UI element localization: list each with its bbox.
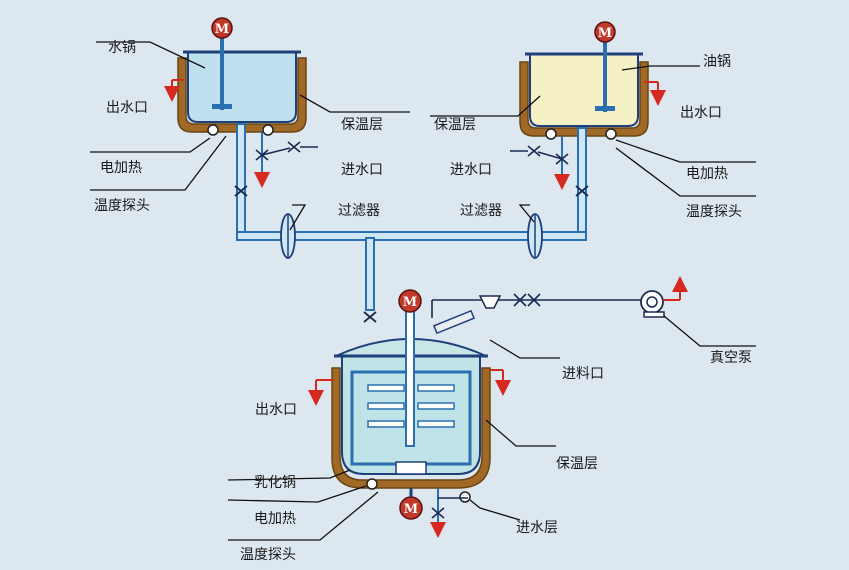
label-outlet-right: 出水口 (680, 105, 722, 121)
emulsify-pot-jacket (331, 367, 491, 489)
emulsify-pot: M M (308, 289, 644, 538)
label-feed-inlet: 进料口 (562, 366, 604, 382)
svg-text:M: M (215, 22, 229, 37)
label-insulation-left: 保温层 (341, 117, 383, 133)
label-outlet-left: 出水口 (106, 100, 148, 116)
label-heater-right: 电加热 (686, 166, 728, 182)
oil-pot-vessel (529, 53, 639, 127)
label-oil-pot: 油锅 (703, 54, 731, 70)
label-probe-right: 温度探头 (686, 204, 742, 220)
label-heater-bottom: 电加热 (254, 511, 296, 527)
svg-text:M: M (404, 502, 418, 517)
motor-icon (594, 21, 616, 43)
label-probe-left: 温度探头 (94, 198, 150, 214)
leader-lines (90, 41, 756, 541)
label-outlet-bottom: 出水口 (255, 402, 297, 418)
label-inlet-right: 进水口 (450, 162, 492, 178)
water-pot-vessel (187, 51, 297, 123)
vacuum-pump (640, 276, 688, 318)
oil-pot-jacket (519, 61, 649, 137)
label-probe-bottom: 温度探头 (240, 547, 296, 563)
label-filter-right: 过滤器 (460, 203, 502, 219)
label-heater-left: 电加热 (100, 160, 142, 176)
motor-icon (398, 289, 422, 313)
label-filter-left: 过滤器 (338, 203, 380, 219)
label-inlet-left: 进水口 (341, 162, 383, 178)
label-emulsify-pot: 乳化锅 (254, 475, 296, 491)
oil-pot: M (510, 21, 666, 237)
pipe-network (236, 213, 587, 323)
motor-icon (211, 17, 233, 39)
svg-text:M: M (598, 26, 612, 41)
label-water-pot: 水锅 (108, 40, 136, 56)
water-pot-jacket (177, 57, 307, 133)
label-vacuum-pump: 真空泵 (710, 350, 752, 366)
label-insulation-bottom: 保温层 (556, 456, 598, 472)
svg-text:M: M (403, 295, 417, 310)
water-pot: M (164, 17, 318, 237)
labels: 水锅 油锅 出水口 出水口 保温层 保温层 电加热 电加热 进水口 进水口 温度… (94, 40, 752, 563)
label-insulation-right: 保温层 (434, 117, 476, 133)
label-water-inlet-layer: 进水层 (516, 520, 558, 536)
